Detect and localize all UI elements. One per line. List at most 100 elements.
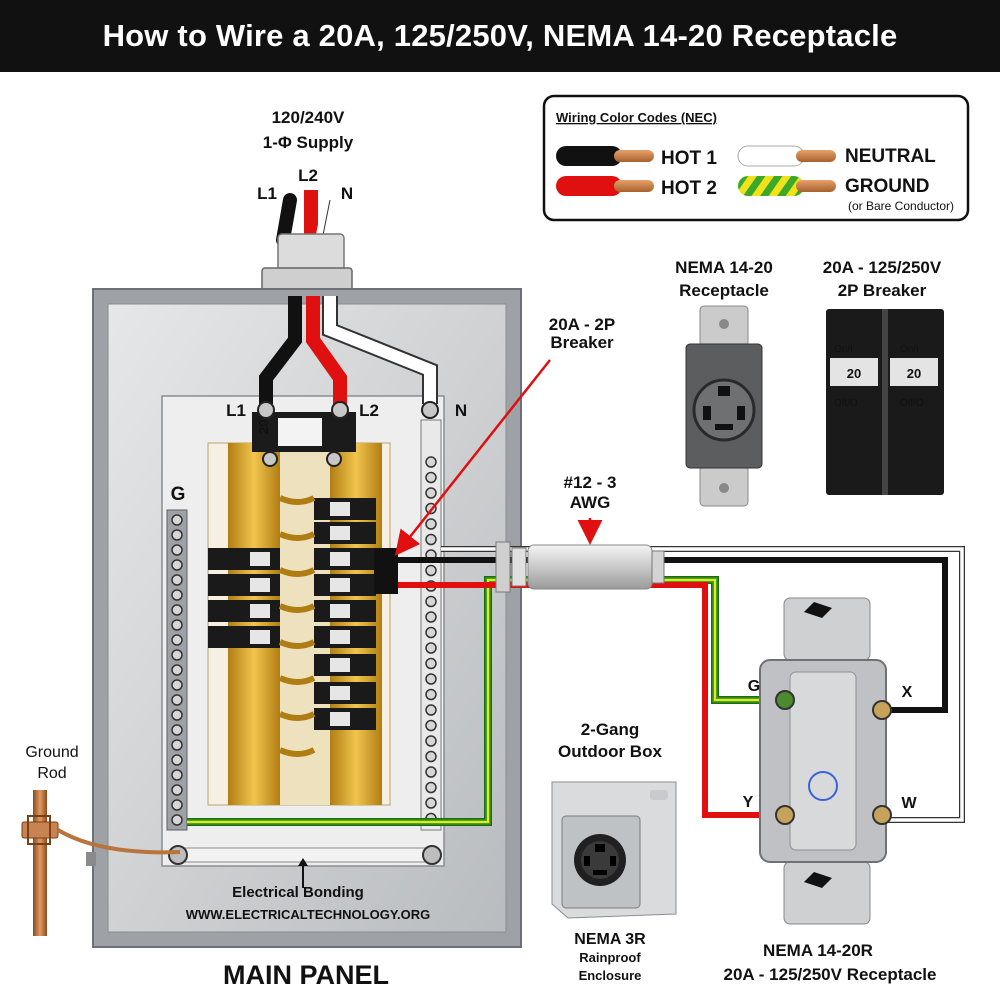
- neutral-screw: [425, 750, 437, 763]
- ground-screw: [171, 604, 183, 616]
- breaker-toggle: [250, 604, 270, 618]
- breaker-toggle: [250, 578, 270, 592]
- neutral-screw: [425, 626, 437, 639]
- highlighted-20a-breaker[interactable]: 20A: [374, 548, 398, 594]
- panel-g-label: G: [171, 484, 186, 505]
- breaker-20a-label: 20A: [378, 560, 394, 586]
- ground-screw: [171, 784, 183, 796]
- breaker-callout-line2: Breaker: [550, 333, 614, 352]
- panel-l1-label: L1: [226, 401, 246, 420]
- ground-screw: [171, 634, 183, 646]
- receptacle-caption-line2: 20A - 125/250V Receptacle: [724, 965, 937, 984]
- legend-neutral: NEUTRAL: [845, 146, 936, 167]
- neutral-screw: [425, 657, 437, 670]
- terminal-y-label: Y: [743, 794, 754, 811]
- neutral-screw: [425, 673, 437, 685]
- ground-screw: [171, 529, 183, 541]
- breaker-toggle: [330, 502, 350, 516]
- legend-ground: GROUND: [845, 176, 929, 197]
- neutral-screw: [425, 797, 437, 809]
- nema-14-20r-receptacle-back: [759, 597, 892, 925]
- breaker-toggle: [330, 712, 350, 726]
- bus-finger: [278, 747, 316, 757]
- neutral-screw: [425, 533, 437, 546]
- legend-ground-note: (or Bare Conductor): [848, 199, 954, 213]
- neutral-screw: [425, 611, 437, 623]
- ground-screw: [171, 664, 183, 676]
- cable-size-line1: #12 - 3: [564, 473, 617, 492]
- breaker-photo-line1: 20A - 125/250V: [823, 258, 942, 277]
- bus-finger: [278, 711, 316, 721]
- outdoor-box-line2: Outdoor Box: [558, 742, 662, 761]
- outdoor-box-caption3: Enclosure: [579, 968, 642, 983]
- callout-arrows: [394, 359, 603, 556]
- supply-l1-label: L1: [257, 184, 277, 203]
- neutral-screw: [425, 595, 437, 608]
- ground-screw: [171, 724, 183, 736]
- legend-heading: Wiring Color Codes (NEC): [556, 110, 717, 125]
- panel-lugs: [257, 401, 439, 467]
- ground-screw: [171, 709, 183, 721]
- diagram-labels: 120/240V 1-Φ Supply L1 L2 N L1 L2 N G 20…: [25, 108, 942, 990]
- breaker-photo-rating-2: 20: [907, 366, 921, 381]
- ground-screw: [171, 754, 183, 766]
- neutral-screw: [425, 456, 437, 468]
- website-label: WWW.ELECTRICALTECHNOLOGY.ORG: [186, 907, 431, 922]
- 2p-breaker-photo: 20 20 On/I On/I Off/O Off/O: [826, 309, 944, 495]
- outdoor-box-caption2: Rainproof: [579, 950, 641, 965]
- legend-hot1: HOT 1: [661, 148, 717, 169]
- title-banner: How to Wire a 20A, 125/250V, NEMA 14-20 …: [0, 0, 1000, 72]
- breaker-toggle: [330, 630, 350, 644]
- neutral-screw: [425, 688, 437, 701]
- outdoor-box-line1: 2-Gang: [581, 720, 640, 739]
- ground-screw: [171, 649, 183, 661]
- terminal-screws: [171, 456, 437, 826]
- receptacle-caption-line1: NEMA 14-20R: [763, 941, 873, 960]
- legend-hot2: HOT 2: [661, 178, 717, 199]
- branch-breakers: [208, 495, 376, 757]
- neutral-screw: [425, 781, 437, 794]
- breaker-toggle: [330, 604, 350, 618]
- ground-screw: [171, 739, 183, 751]
- panel-l2-label: L2: [359, 401, 379, 420]
- nema-14-20-receptacle-photo: [685, 305, 763, 507]
- supply-voltage-label: 120/240V: [272, 108, 345, 127]
- bus-finger: [278, 639, 316, 649]
- supply-phase-label: 1-Φ Supply: [263, 133, 354, 152]
- breaker-toggle: [330, 578, 350, 592]
- breaker-callout-line1: 20A - 2P: [549, 315, 615, 334]
- panel-n-label: N: [455, 401, 467, 420]
- neutral-screw: [425, 719, 437, 732]
- ground-rod-line2: Rod: [37, 765, 66, 782]
- breaker-photo-off-2: Off/O: [900, 398, 924, 409]
- ground-screw: [171, 544, 183, 556]
- receptacle-photo-line2: Receptacle: [679, 281, 769, 300]
- ground-screw: [171, 619, 183, 631]
- main-breaker: 200: [252, 412, 356, 452]
- bonding-label: Electrical Bonding: [232, 884, 364, 901]
- neutral-screw: [425, 642, 437, 654]
- outdoor-box-caption1: NEMA 3R: [574, 931, 646, 948]
- ground-screw: [171, 799, 183, 811]
- neutral-screw: [425, 471, 437, 484]
- ground-rod-line1: Ground: [25, 744, 78, 761]
- neutral-screw: [425, 487, 437, 499]
- breaker-photo-line2: 2P Breaker: [838, 281, 927, 300]
- bus-finger: [278, 675, 316, 685]
- ground-screw: [171, 694, 183, 706]
- supply-l2-label: L2: [298, 166, 318, 185]
- cable-conduit: [495, 541, 665, 593]
- neutral-screw: [425, 766, 437, 778]
- ground-screw: [171, 514, 183, 526]
- wiring-color-legend: Wiring Color Codes (NEC) HOT 1 HOT 2 NEU…: [542, 94, 970, 222]
- outdoor-box-photo: [551, 781, 677, 919]
- breaker-toggle: [330, 686, 350, 700]
- bus-finger: [278, 495, 316, 505]
- terminal-x-label: X: [902, 684, 913, 701]
- breaker-photo-rating-1: 20: [847, 366, 861, 381]
- breaker-toggle: [330, 552, 350, 566]
- breaker-toggle: [250, 630, 270, 644]
- breaker-toggle: [330, 526, 350, 540]
- breaker-photo-on-1: On/I: [834, 344, 853, 355]
